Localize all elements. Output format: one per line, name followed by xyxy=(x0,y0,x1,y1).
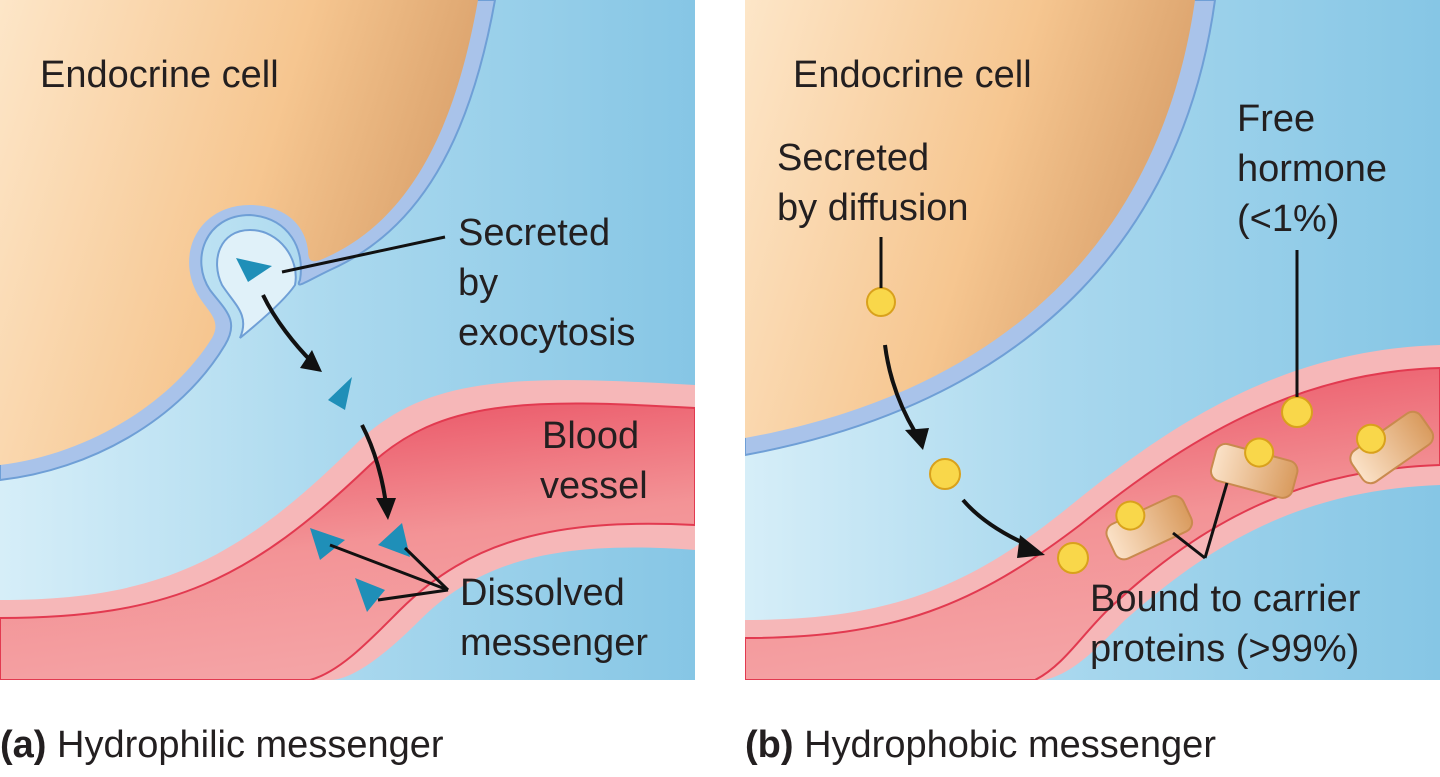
leader-lines xyxy=(879,237,1299,560)
label-free-percent: (<1%) xyxy=(1237,198,1340,240)
label-hormone: hormone xyxy=(1237,148,1387,190)
label-bound-percent: proteins (>99%) xyxy=(1090,628,1360,670)
label-by: by xyxy=(458,262,499,304)
label-blood: Blood xyxy=(542,415,640,457)
caption-a: (a) Hydrophilic messenger xyxy=(0,722,444,768)
label-bound-to-carrier: Bound to carrier xyxy=(1090,578,1361,620)
hormone-in-cell xyxy=(866,287,896,317)
messenger-in-blood-2 xyxy=(378,523,410,557)
movement-arrows xyxy=(261,294,388,506)
label-messenger: messenger xyxy=(460,622,648,664)
panel-hydrophilic: Endocrine cell Secreted by exocytosis Bl… xyxy=(0,0,695,680)
panel-hydrophobic: Endocrine cell Secreted by diffusion Fre… xyxy=(745,0,1440,680)
label-by-diffusion: by diffusion xyxy=(777,187,969,229)
arrowhead-icon xyxy=(376,498,396,520)
label-vessel: vessel xyxy=(540,465,648,507)
arrowhead-icon xyxy=(1017,535,1045,558)
carrier-proteins xyxy=(1105,410,1435,561)
hormone-interstitial xyxy=(929,458,961,490)
bound-hormone-1 xyxy=(1105,495,1194,561)
caption-letter-a: (a) xyxy=(0,724,47,766)
hydrophobic-illustration xyxy=(745,0,1440,680)
messenger-in-blood-1 xyxy=(310,528,345,560)
bound-hormone-2 xyxy=(1209,437,1299,499)
messenger-in-blood-3 xyxy=(355,578,385,612)
messenger-in-vesicle xyxy=(236,258,272,282)
caption-text-a: Hydrophilic messenger xyxy=(57,724,444,766)
caption-b: (b) Hydrophobic messenger xyxy=(745,722,1216,768)
messenger-interstitial xyxy=(328,377,352,410)
free-hormone xyxy=(1281,396,1313,428)
hormone-entering-blood xyxy=(1057,542,1089,574)
label-free: Free xyxy=(1237,98,1316,140)
label-dissolved: Dissolved xyxy=(460,572,625,614)
endocrine-cell xyxy=(0,0,497,482)
caption-text-b: Hydrophobic messenger xyxy=(804,724,1216,766)
hydrophilic-illustration xyxy=(0,0,695,680)
arrowhead-icon xyxy=(905,428,929,450)
blood-vessel xyxy=(0,380,695,680)
label-secreted: Secreted xyxy=(458,212,611,254)
label-secreted: Secreted xyxy=(777,137,930,179)
endocrine-cell xyxy=(745,0,1217,457)
leader-lines xyxy=(281,235,450,602)
label-endocrine-cell: Endocrine cell xyxy=(793,54,1032,96)
free-hormones xyxy=(866,287,1313,574)
caption-letter-b: (b) xyxy=(745,724,794,766)
label-endocrine-cell: Endocrine cell xyxy=(40,54,279,96)
bound-hormone-3 xyxy=(1349,410,1435,485)
hydrophilic-messengers xyxy=(236,258,410,612)
label-exocytosis: exocytosis xyxy=(458,312,636,354)
arrowhead-icon xyxy=(300,350,322,372)
